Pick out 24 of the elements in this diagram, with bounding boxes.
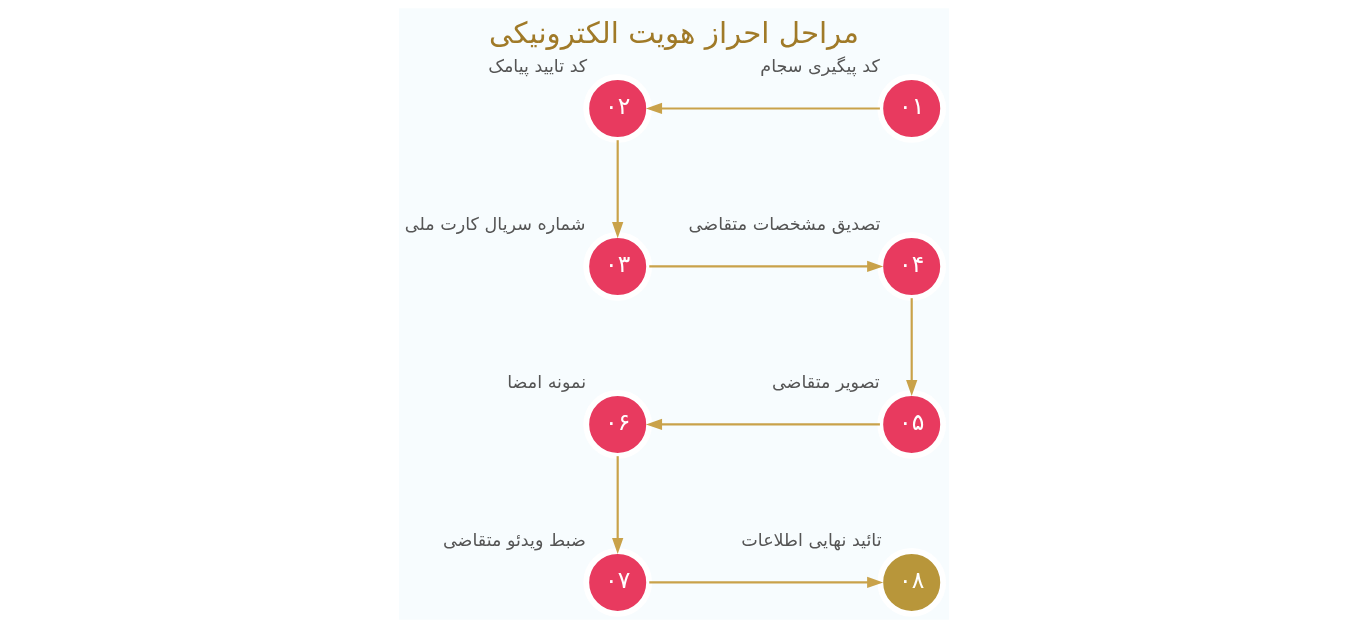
arrow <box>645 418 880 431</box>
node-circle: ۰۷ <box>583 548 653 617</box>
arrow <box>906 298 918 397</box>
node-circle: ۰۶ <box>583 390 653 459</box>
node-label: کد تایید پیامک <box>488 56 588 77</box>
node-label: شماره سریال کارت ملی <box>404 214 586 235</box>
arrow <box>612 456 624 555</box>
arrow <box>649 260 884 273</box>
node-label: تائید نهایی اطلاعات <box>741 529 882 550</box>
node-label: نمونه امضا <box>507 372 587 393</box>
node-label: تصویر متقاضی <box>772 372 880 393</box>
node-circle: ۰۸ <box>877 548 947 617</box>
node-circle: ۰۱ <box>877 74 947 143</box>
diagram-title: مراحل احراز هویت الکترونیکی <box>489 16 859 51</box>
node-circle: ۰۲ <box>583 74 653 143</box>
node-label: ضبط ویدئو متقاضی <box>442 529 586 550</box>
arrow <box>612 140 624 239</box>
node-circle: ۰۳ <box>583 232 653 301</box>
node-label: کد پیگیری سجام <box>760 56 880 77</box>
node-label: تصدیق مشخصات متقاضی <box>688 214 881 235</box>
node-circle: ۰۴ <box>877 232 947 301</box>
node-circle: ۰۵ <box>877 390 947 459</box>
arrow <box>649 576 884 589</box>
arrow <box>645 102 880 115</box>
